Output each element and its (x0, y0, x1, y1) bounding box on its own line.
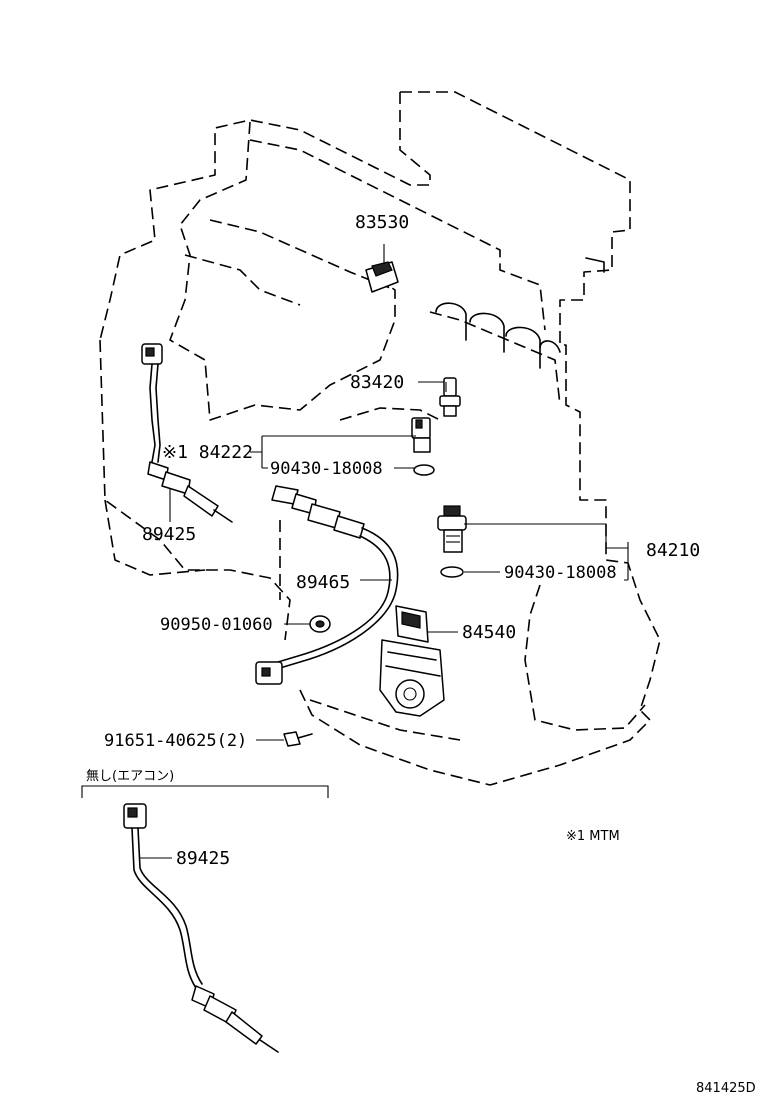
part-89425-sensor-lower (123, 803, 279, 1053)
label-83420: 83420 (350, 372, 404, 393)
part-84540-neutral-switch (379, 605, 445, 717)
part-89465-oxygen-sensor (255, 485, 399, 685)
label-91651-40625: 91651-40625(2) (104, 731, 247, 751)
label-84222: ※1 84222 (162, 442, 253, 463)
label-83530: 83530 (355, 212, 409, 233)
label-89465: 89465 (296, 572, 350, 593)
label-84210: 84210 (646, 540, 700, 561)
label-no-ac-note: 無し(エアコン) (86, 769, 174, 784)
engine-block-outline (99, 91, 661, 786)
label-89425-lower: 89425 (176, 848, 230, 869)
part-84222-sensor (411, 417, 435, 476)
part-84210-sensor (437, 505, 467, 578)
part-83530-oil-pressure-switch (365, 244, 399, 293)
label-84540: 84540 (462, 622, 516, 643)
part-90950-grommet (309, 615, 331, 633)
footnote-mtm: ※1 MTM (566, 829, 620, 844)
label-90430-18008-upper: 90430-18008 (270, 459, 383, 479)
diagram-id: 841425D (696, 1081, 756, 1096)
label-90430-18008-lower: 90430-18008 (504, 563, 617, 583)
part-91651-bolt (283, 731, 313, 747)
part-83420-temp-sender (439, 377, 461, 417)
label-90950-01060: 90950-01060 (160, 615, 273, 635)
label-89425-upper: 89425 (142, 524, 196, 545)
leader-lines (81, 381, 629, 859)
part-89425-sensor-upper (141, 343, 233, 523)
